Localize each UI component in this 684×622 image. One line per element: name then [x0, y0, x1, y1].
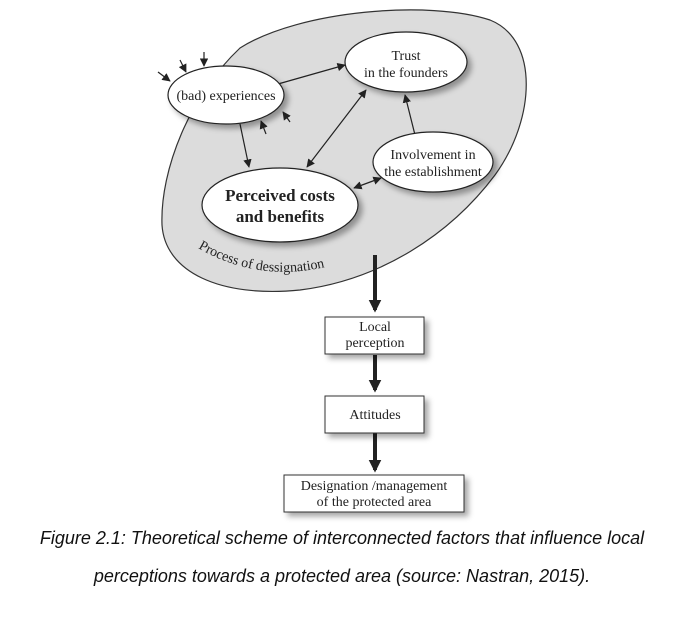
input-arrow [157, 71, 171, 82]
edge-experiences-perceived [239, 123, 252, 168]
node-perceived-label-1: Perceived costs [225, 186, 335, 205]
node-perceived-label-2: and benefits [236, 207, 325, 226]
figure-caption-line-2: perceptions towards a protected area (so… [93, 566, 591, 586]
node-trust-label-1: Trust [391, 49, 420, 64]
node-perceived: Perceived costs and benefits [201, 167, 359, 243]
node-trust: Trust in the founders [344, 31, 468, 93]
node-involvement-label-1: Involvement in [390, 148, 475, 163]
node-involvement: Involvement in the establishment [372, 131, 494, 193]
edge-experiences-trust [277, 63, 346, 85]
box-designation-label-1: Designation /management [301, 479, 448, 494]
input-arrow [178, 59, 187, 73]
input-arrow [259, 120, 268, 135]
figure-caption-line-1: Figure 2.1: Theoretical scheme of interc… [39, 528, 645, 548]
node-trust-label-2: in the founders [364, 66, 448, 81]
box-local-label-2: perception [345, 336, 404, 351]
input-arrow [282, 111, 291, 123]
node-experiences-label: (bad) experiences [176, 89, 275, 104]
node-involvement-label-2: the establishment [384, 165, 482, 180]
box-attitudes-label: Attitudes [349, 408, 400, 423]
box-designation: Designation /management of the protected… [283, 474, 465, 513]
box-local-perception: Local perception [324, 316, 425, 355]
edge-trust-perceived [306, 89, 367, 168]
node-experiences: (bad) experiences [167, 65, 285, 125]
box-designation-label-2: of the protected area [317, 495, 432, 510]
box-attitudes: Attitudes [324, 395, 425, 434]
box-local-label-1: Local [359, 320, 391, 335]
edge-involvement-perceived [353, 176, 382, 190]
edge-involvement-trust [402, 94, 416, 136]
